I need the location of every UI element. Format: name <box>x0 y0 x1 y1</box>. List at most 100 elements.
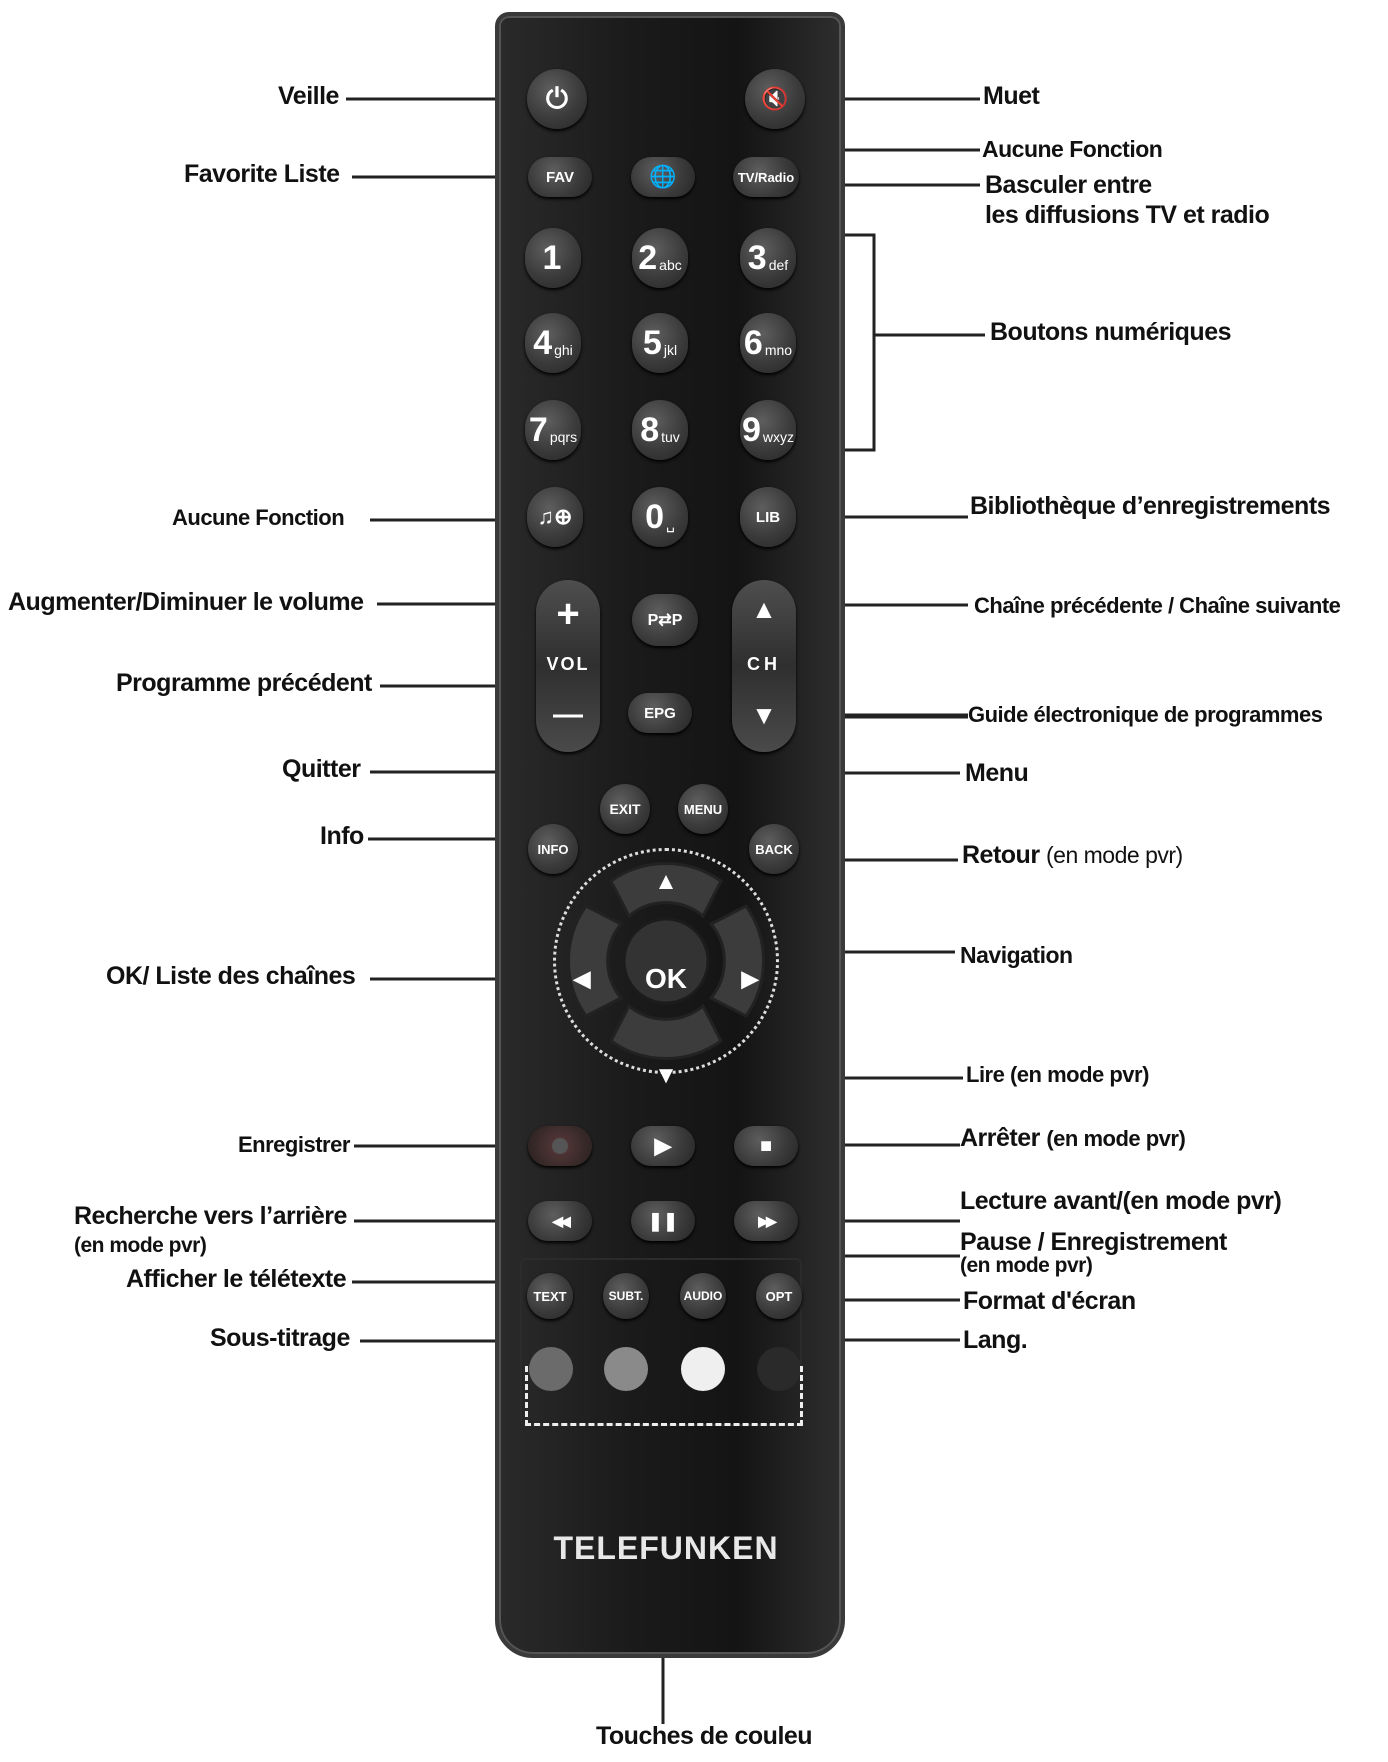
label-recherche: Recherche vers l’arrière <box>74 1202 347 1230</box>
exit-button[interactable]: EXIT <box>600 784 650 834</box>
green-color-key[interactable] <box>604 1347 648 1391</box>
fav-button[interactable]: FAV <box>528 157 592 197</box>
digit-8-label: 8 <box>640 410 660 449</box>
yellow-color-key[interactable] <box>681 1347 725 1391</box>
rewind-button[interactable]: ◀◀ <box>528 1201 592 1241</box>
previous-program-button[interactable]: P⇄P <box>632 594 698 646</box>
digit-6-label: 6 <box>743 323 763 362</box>
record-button[interactable] <box>528 1126 592 1166</box>
opt-button[interactable]: OPT <box>756 1273 802 1319</box>
mute-button[interactable]: 🔇 <box>745 69 805 129</box>
right-arrow-icon[interactable]: ▶ <box>741 966 759 991</box>
label-format-ecran: Format d'écran <box>963 1287 1136 1315</box>
label-basculer-line2: les diffusions TV et radio <box>985 201 1270 229</box>
channel-up-button[interactable]: ▲ <box>751 594 777 624</box>
audio-button[interactable]: AUDIO <box>680 1273 726 1319</box>
red-color-key[interactable] <box>529 1347 573 1391</box>
label-guide: Guide électronique de programmes <box>968 702 1323 727</box>
fast-forward-button[interactable]: ▶▶ <box>734 1201 798 1241</box>
label-arreter-main: Arrêter <box>960 1124 1040 1152</box>
label-touches-couleur: Touches de couleu <box>596 1722 813 1750</box>
digit-8-letters: tuv <box>661 429 680 445</box>
label-navigation: Navigation <box>960 942 1073 968</box>
digit-0-label: 0 <box>645 497 665 536</box>
label-lire: Lire (en mode pvr) <box>966 1062 1149 1087</box>
digit-0-space: ␣ <box>666 515 675 532</box>
label-retour: Retour (en mode pvr) <box>962 841 1183 870</box>
label-menu: Menu <box>965 759 1029 787</box>
subtitle-button[interactable]: SUBT. <box>603 1273 649 1319</box>
volume-rocker[interactable]: + VOL — <box>536 580 600 752</box>
label-chaine: Chaîne précédente / Chaîne suivante <box>974 593 1341 618</box>
digit-0-button[interactable]: 0␣ <box>632 487 688 547</box>
brand-logo: TELEFUNKEN <box>553 1530 779 1566</box>
blue-color-key[interactable] <box>757 1347 801 1391</box>
lib-button[interactable]: LIB <box>740 487 796 547</box>
stop-button[interactable]: ■ <box>734 1126 798 1166</box>
label-programme-precedent: Programme précédent <box>116 669 372 697</box>
navigation-pad-outline <box>553 848 779 1074</box>
label-bibliotheque: Bibliothèque d’enregistrements <box>970 492 1331 520</box>
label-muet: Muet <box>983 82 1040 110</box>
down-arrow-icon[interactable]: ▼ <box>654 1062 678 1089</box>
nav-left-segment[interactable] <box>567 904 624 1018</box>
media-button[interactable]: ♫⊕ <box>527 487 583 547</box>
digit-3-label: 3 <box>747 238 767 277</box>
channel-down-button[interactable]: ▼ <box>751 700 777 730</box>
digit-9-letters: wxyz <box>762 429 795 445</box>
label-basculer-line1: Basculer entre <box>985 171 1152 199</box>
menu-button[interactable]: MENU <box>678 784 728 834</box>
nav-up-segment[interactable] <box>609 862 723 919</box>
label-arreter-sub: (en mode pvr) <box>1046 1126 1186 1151</box>
label-retour-main: Retour <box>962 841 1040 869</box>
up-arrow-icon[interactable]: ▲ <box>654 868 678 895</box>
digit-2-label: 2 <box>638 238 658 277</box>
text-button[interactable]: TEXT <box>527 1273 573 1319</box>
record-icon <box>552 1138 568 1154</box>
label-teletexte: Afficher le télétexte <box>126 1265 347 1293</box>
digit-4-letters: ghi <box>554 342 573 358</box>
power-button[interactable]: ⏻ <box>527 69 587 129</box>
label-veille: Veille <box>278 82 339 110</box>
pause-button[interactable]: ❚❚ <box>631 1201 695 1241</box>
ok-button-shape[interactable] <box>622 917 710 1005</box>
label-volume: Augmenter/Diminuer le volume <box>8 588 364 616</box>
label-quitter: Quitter <box>282 755 361 783</box>
digit-1-button[interactable]: 1 <box>525 228 581 288</box>
channel-rocker[interactable]: ▲ CH ▼ <box>732 580 796 752</box>
digit-6-letters: mno <box>764 342 793 358</box>
volume-up-button[interactable]: + <box>556 592 580 636</box>
label-arreter: Arrêter (en mode pvr) <box>960 1124 1186 1153</box>
globe-button[interactable]: 🌐 <box>631 157 695 197</box>
color-keys-outline <box>525 1366 803 1426</box>
label-aucune-fonction-left: Aucune Fonction <box>172 505 345 530</box>
nav-right-segment[interactable] <box>708 904 765 1018</box>
back-button[interactable]: BACK <box>749 824 799 874</box>
epg-button[interactable]: EPG <box>628 693 692 733</box>
digit-7-letters: pqrs <box>549 429 578 445</box>
left-arrow-icon[interactable]: ◀ <box>573 966 591 991</box>
volume-down-button[interactable]: — <box>553 698 583 731</box>
label-pause: Pause / Enregistrement <box>960 1228 1227 1256</box>
nav-down-segment[interactable] <box>609 1003 723 1060</box>
digit-3-letters: def <box>768 257 789 273</box>
navigation-pad <box>567 862 765 1060</box>
label-recherche-sub: (en mode pvr) <box>74 1234 207 1257</box>
info-button[interactable]: INFO <box>528 824 578 874</box>
label-enregistrer: Enregistrer <box>238 1132 350 1157</box>
digit-7-label: 7 <box>528 410 548 449</box>
digit-5-letters: jkl <box>663 342 678 358</box>
tv-radio-button[interactable]: TV/Radio <box>733 157 799 197</box>
play-button[interactable]: ▶ <box>631 1126 695 1166</box>
digit-5-label: 5 <box>642 323 662 362</box>
ok-button[interactable]: OK <box>645 963 687 994</box>
label-ok-liste: OK/ Liste des chaînes <box>106 962 356 990</box>
